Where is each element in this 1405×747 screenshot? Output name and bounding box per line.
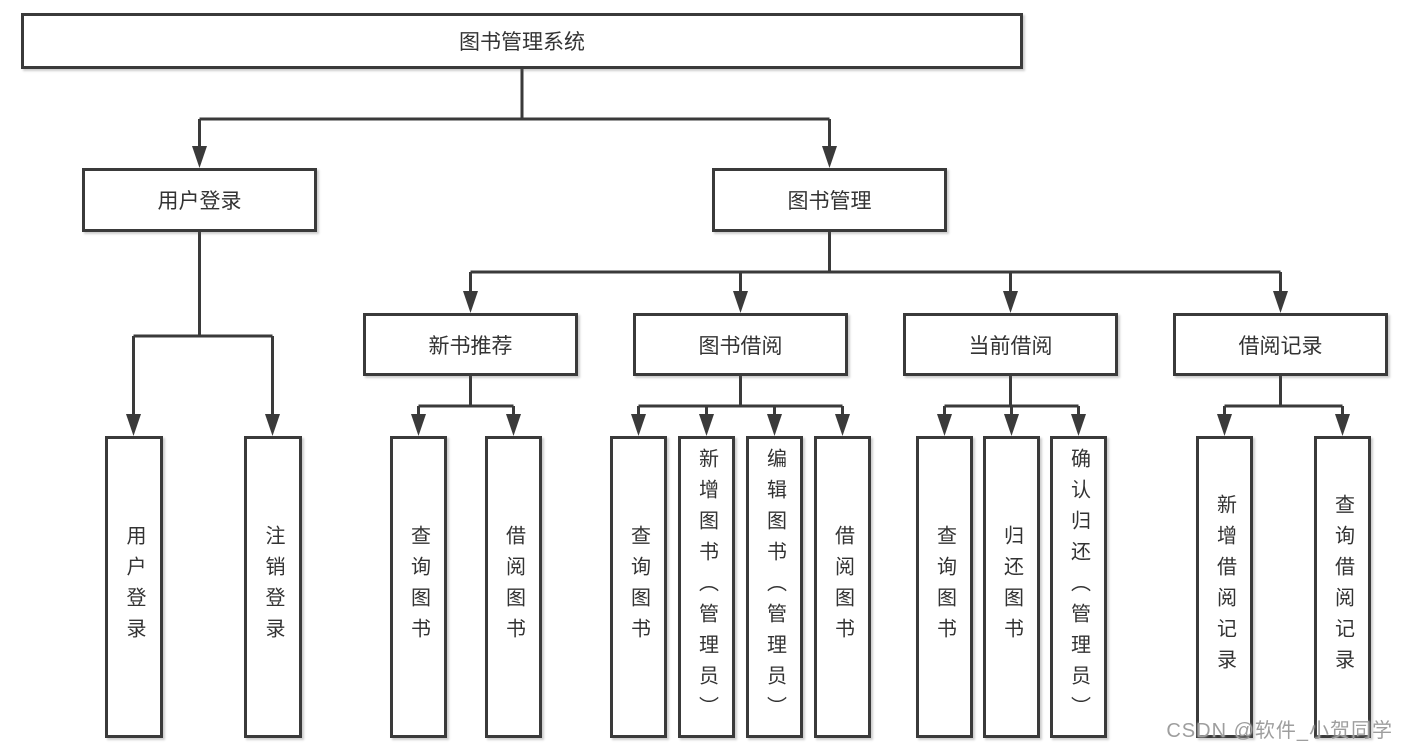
leaf-borrow-books: 借阅图书 <box>814 436 871 738</box>
node-user-login: 用户登录 <box>82 168 317 232</box>
leaf-label: 查询图书 <box>407 525 430 649</box>
arrowhead-icon <box>411 414 426 436</box>
leaf-logout: 注销登录 <box>244 436 302 738</box>
node-label: 当前借阅 <box>968 334 1053 358</box>
arrowhead-icon <box>506 414 521 436</box>
arrowhead-icon <box>1004 414 1019 436</box>
leaf-label: 新增借阅记录 <box>1213 494 1236 680</box>
leaf-label: 借阅图书 <box>502 525 525 649</box>
node-borrowing-records: 借阅记录 <box>1173 313 1388 376</box>
arrowhead-icon <box>192 146 207 168</box>
leaf-return-book: 归还图书 <box>983 436 1040 738</box>
watermark-text: CSDN @软件_小贺同学 <box>1166 720 1393 742</box>
arrowhead-icon <box>822 146 837 168</box>
leaf-label: 确认归还（管理员） <box>1067 447 1090 727</box>
node-library-management-system: 图书管理系统 <box>21 13 1023 69</box>
leaf-query-books-borrow: 查询图书 <box>610 436 667 738</box>
leaf-label: 编辑图书（管理员） <box>763 447 786 727</box>
node-label: 用户登录 <box>157 190 242 213</box>
leaf-borrow-books-rec: 借阅图书 <box>485 436 542 738</box>
arrowhead-icon <box>937 414 952 436</box>
node-book-borrowing: 图书借阅 <box>633 313 848 376</box>
leaf-label: 注销登录 <box>262 525 284 649</box>
leaf-label: 查询图书 <box>933 525 956 649</box>
arrowhead-icon <box>1217 414 1232 436</box>
leaf-label: 查询借阅记录 <box>1331 494 1354 680</box>
node-label: 图书管理系统 <box>459 31 585 54</box>
arrowhead-icon <box>733 291 748 313</box>
arrowhead-icon <box>1071 414 1086 436</box>
arrowhead-icon <box>699 414 714 436</box>
arrowhead-icon <box>1273 291 1288 313</box>
arrowhead-icon <box>1335 414 1350 436</box>
leaf-label: 归还图书 <box>1000 525 1023 649</box>
node-current-borrowing: 当前借阅 <box>903 313 1118 376</box>
arrowhead-icon <box>767 414 782 436</box>
node-label: 借阅记录 <box>1238 334 1323 358</box>
leaf-add-borrow-record: 新增借阅记录 <box>1196 436 1253 738</box>
leaf-label: 用户登录 <box>123 525 145 649</box>
node-label: 图书管理 <box>787 190 872 213</box>
arrowhead-icon <box>631 414 646 436</box>
leaf-label: 借阅图书 <box>831 525 854 649</box>
arrowhead-icon <box>126 414 141 436</box>
leaf-query-books-current: 查询图书 <box>916 436 973 738</box>
leaf-query-books-rec: 查询图书 <box>390 436 447 738</box>
leaf-confirm-return-admin: 确认归还（管理员） <box>1050 436 1107 738</box>
leaf-edit-book-admin: 编辑图书（管理员） <box>746 436 803 738</box>
leaf-user-login: 用户登录 <box>105 436 163 738</box>
leaf-label: 新增图书（管理员） <box>695 447 718 727</box>
leaf-label: 查询图书 <box>627 525 650 649</box>
arrowhead-icon <box>463 291 478 313</box>
arrowhead-icon <box>265 414 280 436</box>
arrowhead-icon <box>1003 291 1018 313</box>
leaf-query-borrow-record: 查询借阅记录 <box>1314 436 1371 738</box>
node-label: 图书借阅 <box>698 334 783 358</box>
node-book-management: 图书管理 <box>712 168 947 232</box>
node-new-book-recommendation: 新书推荐 <box>363 313 578 376</box>
node-label: 新书推荐 <box>428 334 513 358</box>
arrowhead-icon <box>835 414 850 436</box>
leaf-add-book-admin: 新增图书（管理员） <box>678 436 735 738</box>
